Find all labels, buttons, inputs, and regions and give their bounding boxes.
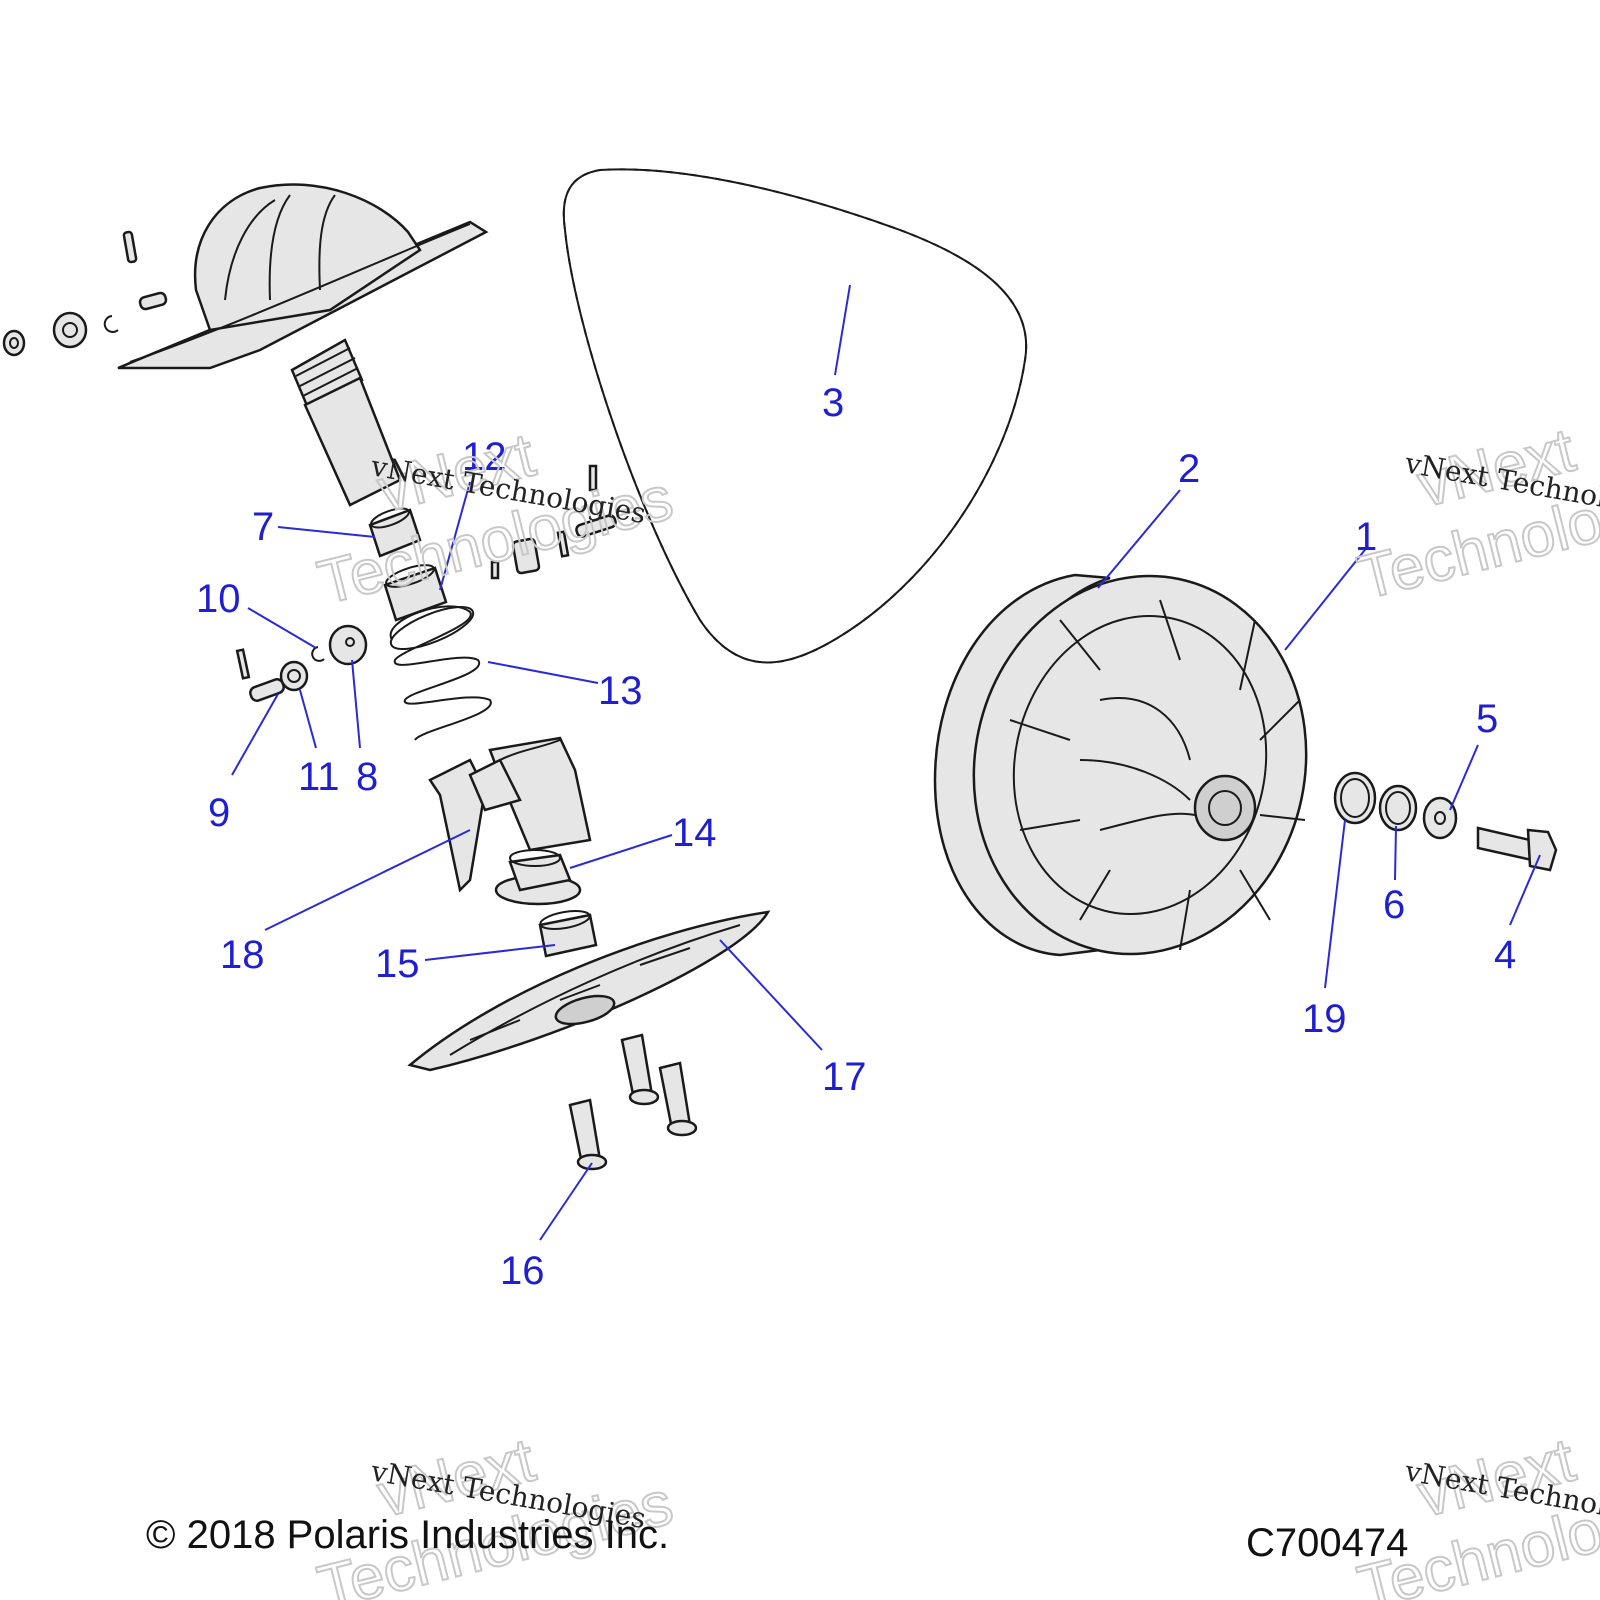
- callout-15: 15: [375, 942, 420, 986]
- callout-6: 6: [1383, 883, 1405, 927]
- watermarks: vNext Technologies vNext Technologies vN…: [311, 415, 1600, 1600]
- bolt-4: [1476, 826, 1558, 872]
- shaft: [290, 338, 402, 507]
- callout-labels: 1 2 3 4 5 6 7 8 9 10 11 12 13 14 15 16 1…: [196, 381, 1516, 1293]
- callout-13: 13: [598, 669, 643, 713]
- callout-17: 17: [822, 1055, 867, 1099]
- leader-11: [299, 689, 317, 749]
- callout-8: 8: [356, 755, 378, 799]
- bolts-16: [568, 1033, 698, 1171]
- leader-19: [1324, 819, 1346, 989]
- leader-16: [539, 1162, 593, 1241]
- leader-4: [1509, 854, 1541, 926]
- callout-4: 4: [1494, 933, 1516, 977]
- primary-sheave: [117, 183, 489, 370]
- callout-1: 1: [1355, 515, 1377, 559]
- leader-17: [719, 939, 823, 1051]
- cam-arms-18: [428, 736, 592, 893]
- callout-16: 16: [500, 1249, 545, 1293]
- callout-11: 11: [298, 755, 340, 799]
- callout-10: 10: [196, 577, 241, 621]
- bushing-15: [538, 910, 598, 958]
- weights-hardware: [490, 464, 617, 580]
- callout-18: 18: [220, 933, 265, 977]
- callout-19: 19: [1302, 997, 1347, 1041]
- leader-12: [439, 481, 471, 591]
- secondary-clutch: [933, 573, 1308, 957]
- bushing-14: [494, 849, 582, 906]
- bushing-12: [383, 564, 448, 622]
- leader-2: [1097, 489, 1181, 589]
- callout-3: 3: [822, 381, 844, 425]
- washer-6: [1378, 784, 1418, 832]
- leader-13: [487, 661, 599, 684]
- leader-3: [834, 284, 851, 376]
- copyright-text: © 2018 Polaris Industries Inc.: [146, 1513, 669, 1557]
- leader-1: [1284, 545, 1369, 651]
- callout-9: 9: [208, 791, 230, 835]
- leader-9: [231, 693, 279, 776]
- leader-7: [277, 526, 376, 538]
- leader-lines: [231, 284, 1541, 1241]
- leader-10: [247, 607, 317, 649]
- spring-13: [389, 605, 492, 741]
- leader-6: [1394, 825, 1397, 881]
- leader-5: [1449, 744, 1479, 811]
- callout-7: 7: [252, 505, 274, 549]
- roller-hardware: [235, 624, 368, 702]
- callout-5: 5: [1476, 697, 1498, 741]
- leader-8: [351, 659, 361, 749]
- bushing-7: [368, 507, 422, 558]
- moveable-sheave-17: [407, 910, 771, 1072]
- diagram-code: C700474: [1246, 1521, 1408, 1565]
- callout-12: 12: [462, 435, 507, 479]
- washer-5: [1422, 796, 1458, 840]
- leader-15: [424, 944, 556, 961]
- callout-14: 14: [672, 811, 717, 855]
- sheave-hardware: [2, 230, 168, 357]
- drive-belt-3: [562, 168, 1028, 664]
- leader-18: [264, 829, 471, 931]
- washer-19: [1333, 771, 1377, 825]
- callout-2: 2: [1178, 447, 1200, 491]
- leader-14: [569, 834, 673, 869]
